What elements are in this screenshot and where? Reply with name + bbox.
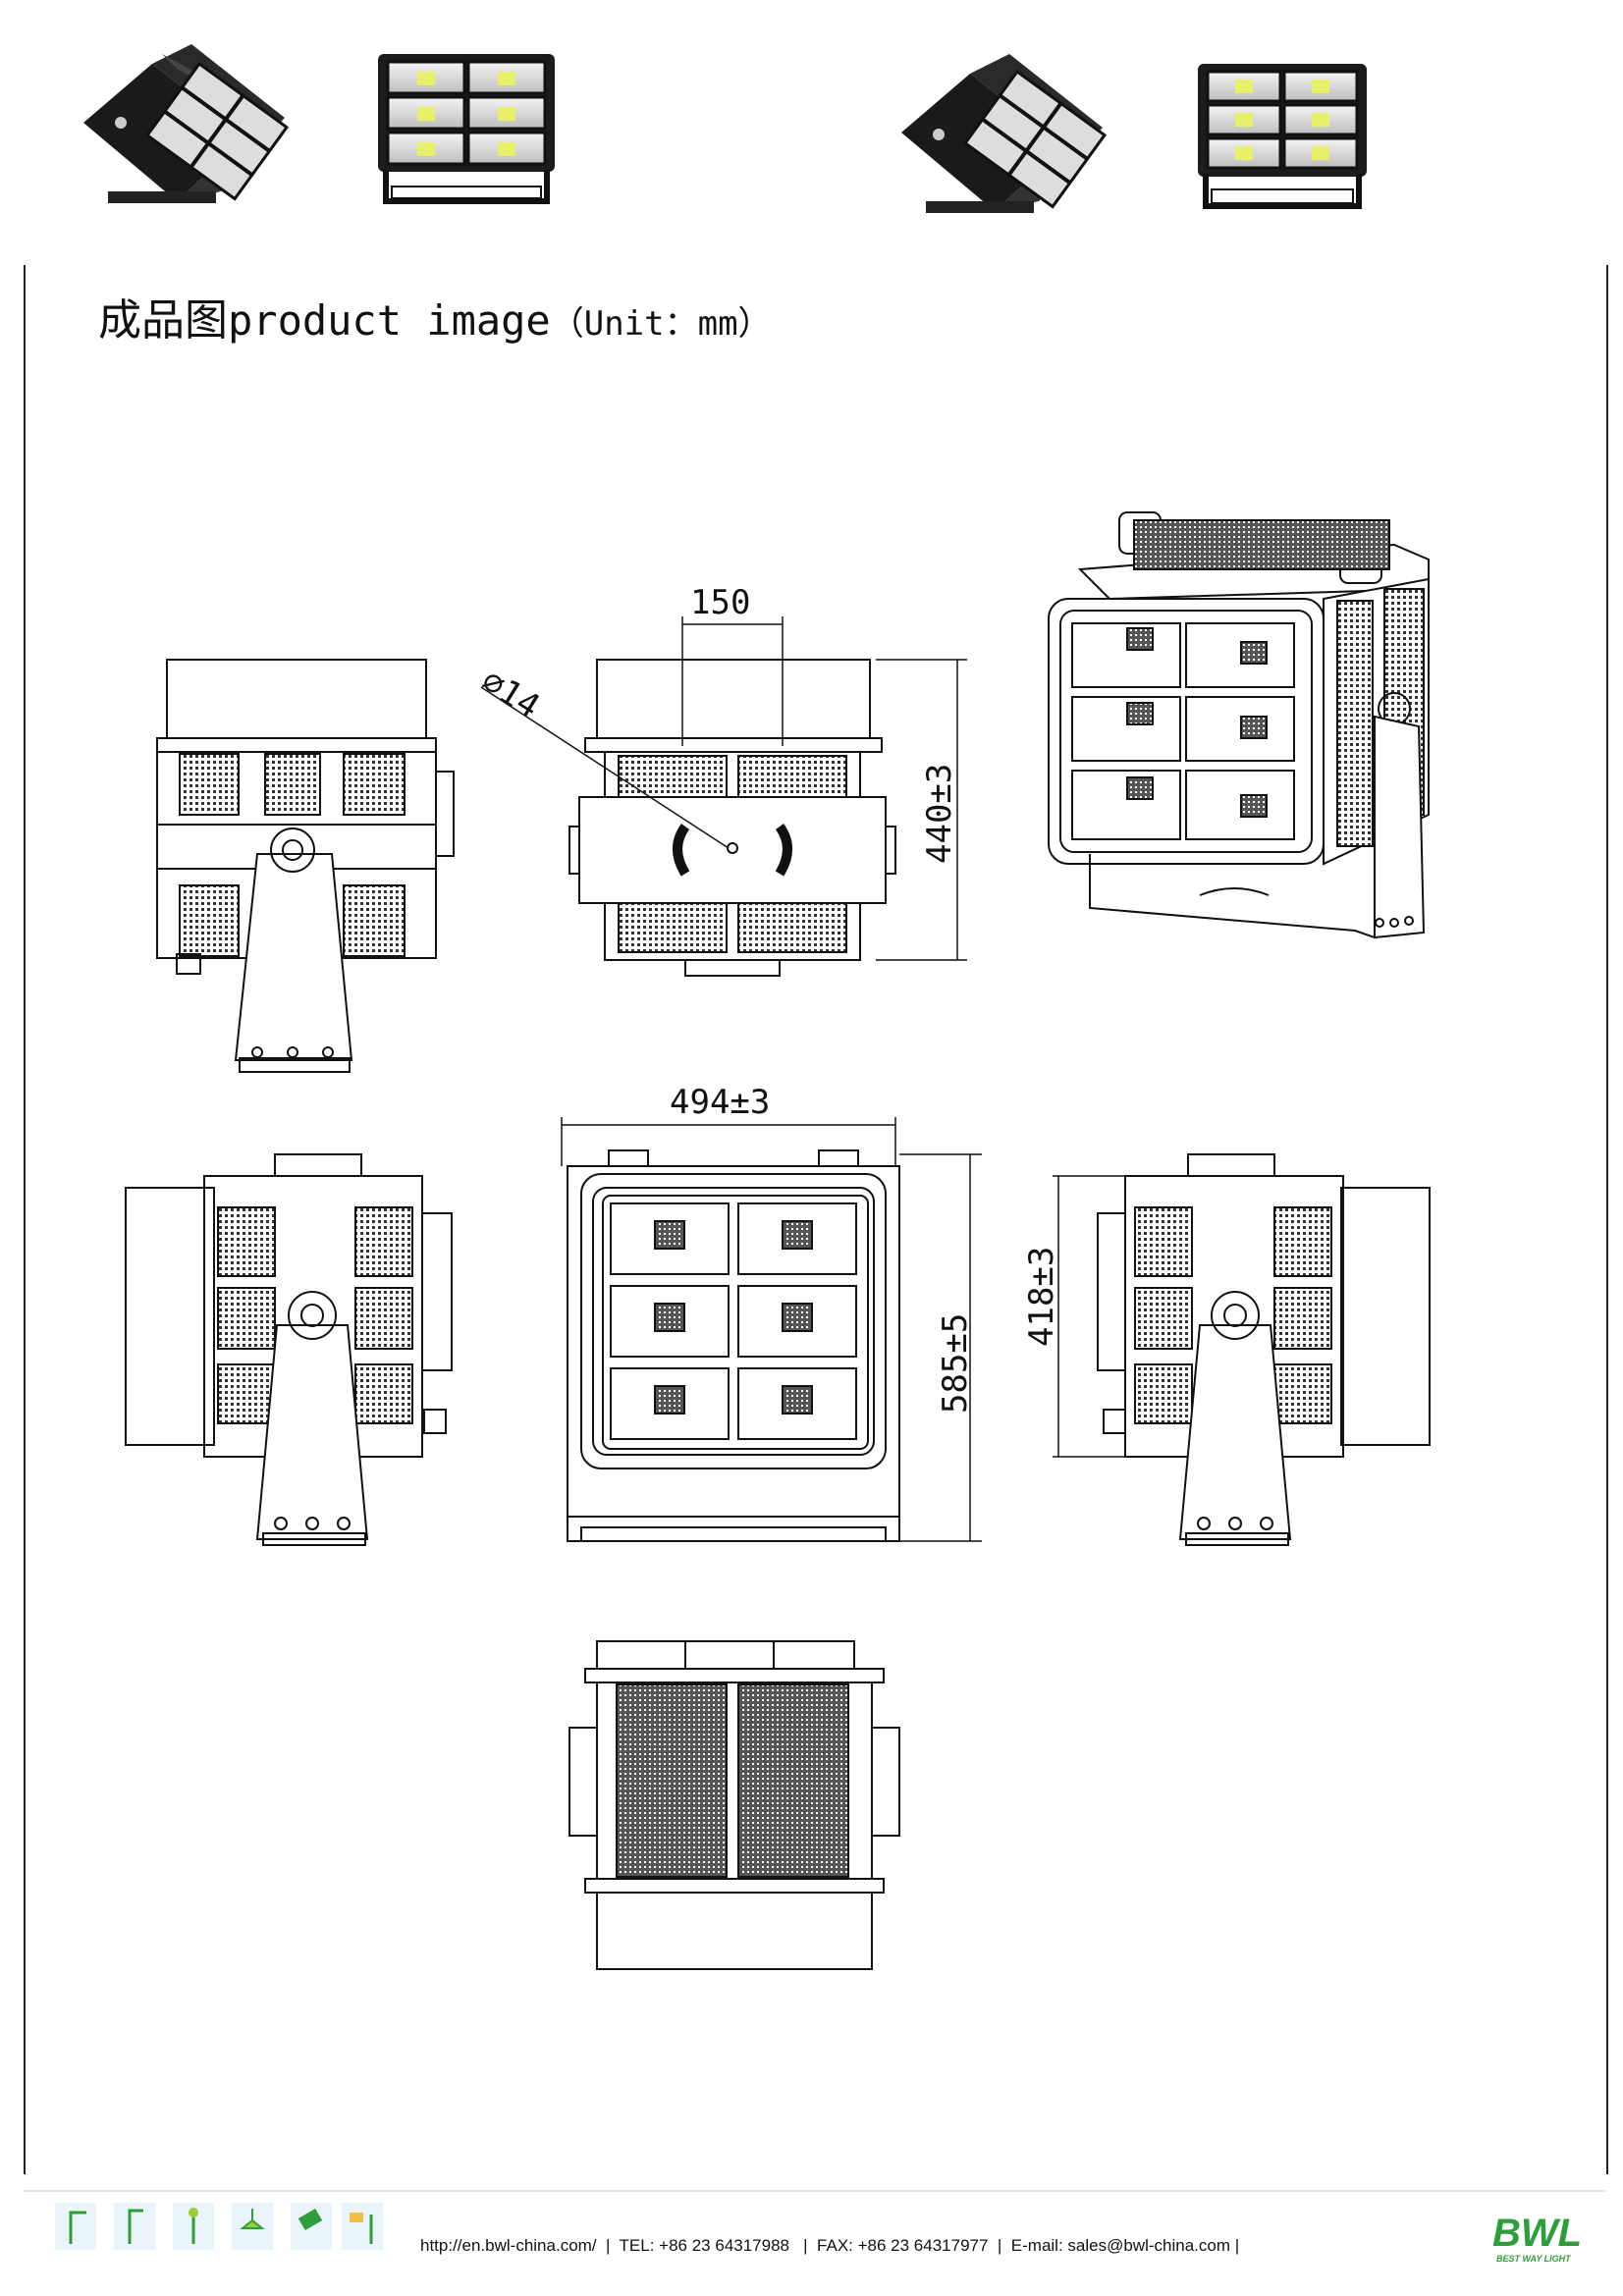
footer-separator: | [1234, 2236, 1240, 2255]
industrial-light-icon [232, 2203, 273, 2250]
product-photo-front-1 [378, 54, 555, 204]
drawing-right-side-view [1097, 1153, 1431, 1546]
dim-418: 418±3 [1022, 1247, 1061, 1347]
footer-separator: | [997, 2236, 1002, 2255]
drawing-rear-view [568, 659, 896, 977]
dim-494: 494±3 [670, 1083, 770, 1122]
drawing-side-view-top-left [156, 659, 455, 1073]
garden-light-icon [173, 2203, 214, 2250]
floodlight-icon [291, 2203, 332, 2250]
dimension-lines-row1 [480, 616, 967, 961]
footer-separator: | [803, 2236, 808, 2255]
drawing-top-view [568, 1640, 900, 1970]
page-title: 成品图product image（Unit：mm） [98, 285, 772, 347]
bwl-logo: BWL BEST WAY LIGHT [1492, 2212, 1582, 2264]
dimension-lines-row2 [561, 1117, 1147, 1542]
drawing-front-view [567, 1149, 900, 1542]
product-photo-front-2 [1198, 64, 1367, 209]
dim-440: 440±3 [920, 764, 959, 864]
logo-mark: BWL [1492, 2212, 1582, 2255]
footer-category-icons [55, 2203, 383, 2250]
dim-diameter-14: ∅14 [474, 662, 546, 726]
footer-email[interactable]: E-mail: sales@bwl-china.com [1010, 2236, 1230, 2255]
footer-contact: http://en.bwl-china.com/ | TEL: +86 23 6… [420, 2236, 1239, 2256]
title-unit: （Unit：mm） [550, 304, 772, 344]
logo-tagline: BEST WAY LIGHT [1496, 2254, 1572, 2264]
footer-tel: TEL: +86 23 64317988 [619, 2236, 789, 2255]
dim-585: 585±5 [936, 1313, 975, 1414]
roadway-light-icon [55, 2203, 96, 2250]
page-frame-right [1606, 265, 1608, 2174]
dim-150: 150 [690, 583, 750, 622]
title-en: product image [228, 296, 551, 345]
title-cn: 成品图 [98, 295, 228, 346]
footer-separator: | [605, 2236, 611, 2255]
footer-website[interactable]: http://en.bwl-china.com/ [420, 2236, 597, 2255]
street-light-icon [114, 2203, 155, 2250]
product-photo-angled-1 [83, 44, 290, 203]
page-frame-left [24, 265, 26, 2174]
footer-fax: FAX: +86 23 64317977 [817, 2236, 989, 2255]
solar-light-icon [342, 2203, 383, 2250]
drawing-left-side-view [125, 1153, 453, 1546]
drawing-isometric-view [1048, 511, 1430, 939]
product-photo-angled-2 [901, 54, 1108, 213]
